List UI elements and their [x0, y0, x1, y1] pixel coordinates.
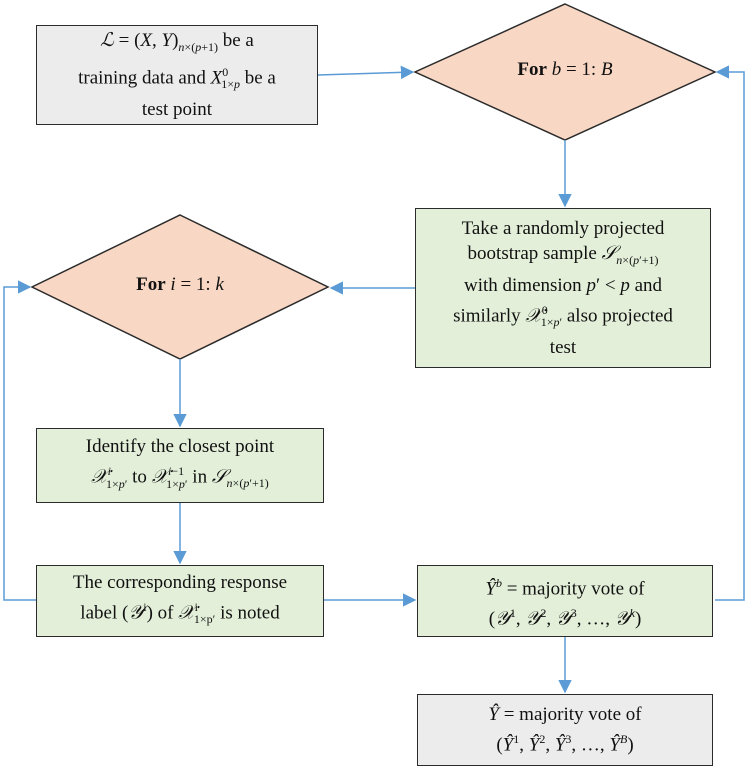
bootstrap-line-3: with dimension p′ < p and — [463, 274, 662, 296]
label-line-1: The corresponding response — [72, 571, 288, 593]
final-vote-box: Ŷ = majority vote of (Ŷ1, Ŷ2, Ŷ3, …, ŶB) — [417, 694, 713, 766]
loop-i-label: For i = 1: k — [80, 274, 280, 296]
closest-line-1: Identify the closest point — [85, 436, 275, 458]
vote-b-line-1: Ŷb = majority vote of — [485, 575, 645, 599]
bootstrap-line-5: test — [549, 336, 577, 358]
bootstrap-box: Take a randomly projected bootstrap samp… — [415, 208, 711, 368]
loop-b-expr: b = 1: B — [551, 59, 613, 80]
arrow-vote-loop-back — [715, 65, 745, 601]
closest-point-box: Identify the closest point 𝒳i1×p′ to 𝒳i−… — [36, 428, 324, 503]
response-label-box: The corresponding response label (𝒴i) of… — [36, 565, 324, 637]
input-line-2: training data and X01×p be a — [78, 64, 276, 91]
vote-b-line-2: (𝒴1, 𝒴2, 𝒴3, …, 𝒴k) — [488, 606, 642, 630]
loop-b-keyword: For — [517, 59, 547, 80]
majority-vote-b-box: Ŷb = majority vote of (𝒴1, 𝒴2, 𝒴3, …, 𝒴k… — [417, 565, 713, 637]
loop-i-expr: i = 1: k — [170, 274, 224, 295]
input-line-3: test point — [141, 98, 213, 120]
input-box: ℒ = (X, Y)n×(p+1) be a training data and… — [36, 25, 318, 125]
arrow-label-loop-back — [3, 280, 36, 601]
input-line-1: ℒ = (X, Y)n×(p+1) be a — [100, 30, 254, 54]
bootstrap-line-4: similarly 𝒳01×p′ also projected — [453, 302, 673, 329]
loop-i-keyword: For — [136, 274, 166, 295]
final-line-2: (Ŷ1, Ŷ2, Ŷ3, …, ŶB) — [496, 732, 634, 756]
loop-b-label: For b = 1: B — [465, 59, 665, 81]
final-line-1: Ŷ = majority vote of — [488, 704, 642, 726]
bootstrap-line-1: Take a randomly projected — [461, 218, 665, 240]
label-line-2: label (𝒴i) of 𝒳i1×p′ is noted — [80, 599, 280, 627]
bootstrap-line-2: bootstrap sample 𝒮n×(p′+1) — [467, 243, 659, 267]
closest-line-2: 𝒳i1×p′ to 𝒳i−11×p′ in 𝒮n×(p′+1) — [91, 464, 269, 491]
arrow-input-to-loop-b — [317, 65, 415, 80]
